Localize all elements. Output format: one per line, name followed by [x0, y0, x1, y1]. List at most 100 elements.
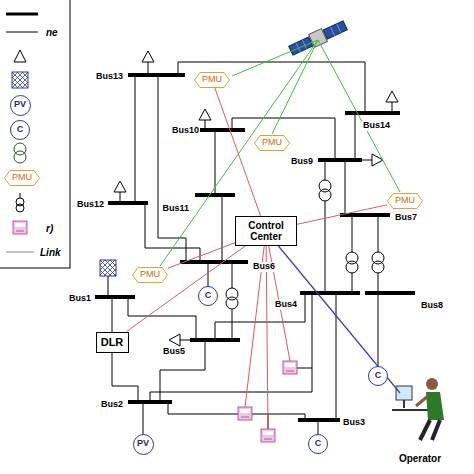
- pmu-hexagon: PMU: [4, 170, 40, 186]
- legend-frame: [0, 0, 70, 268]
- bus-label: Bus3: [342, 418, 366, 428]
- pmu-hexagon: PMU: [387, 193, 423, 209]
- transmission-line: [325, 201, 326, 293]
- node-text: PMU: [202, 75, 222, 85]
- panel-grid: [337, 24, 341, 33]
- meter-symbol-screen: [240, 409, 250, 413]
- satellite-link: [272, 40, 318, 134]
- satellite-body: [309, 29, 328, 48]
- legend-meter-symbol-screen: [15, 223, 25, 227]
- grid-symbol: [100, 260, 116, 276]
- meter-symbol-dial: [286, 371, 294, 372]
- transmission-line: [378, 273, 379, 293]
- communication-link: [168, 243, 235, 268]
- legend-meter-symbol-dial: [16, 231, 24, 232]
- box-outline: [236, 217, 297, 246]
- bus-label: Bus1: [68, 294, 92, 304]
- panel-grid: [330, 27, 334, 36]
- transformer-symbol: [319, 189, 331, 201]
- node-text: PMU: [140, 270, 160, 280]
- hexagon-outline: [388, 194, 423, 209]
- transmission-line: [120, 192, 121, 203]
- hexagon-outline: [133, 268, 168, 283]
- source-circle: PV: [10, 95, 31, 116]
- source-circle: PV: [133, 434, 154, 455]
- meter-symbol: [238, 407, 252, 420]
- transmission-line: [215, 130, 216, 195]
- transmission-line: [160, 340, 205, 402]
- satellite-link: [318, 40, 400, 192]
- communication-link: [127, 246, 246, 332]
- transmission-line: [392, 102, 393, 113]
- transmission-line: [345, 160, 346, 215]
- legend-trafo-circle: [14, 151, 26, 163]
- meter-symbol-dial: [264, 439, 272, 440]
- load-symbol: [372, 154, 383, 166]
- source-circle: C: [198, 286, 218, 306]
- bus-bar: [300, 291, 360, 295]
- transmission-line: [378, 293, 379, 376]
- bus-label: Bus10: [171, 126, 200, 136]
- pmu-hexagon: PMU: [194, 72, 230, 88]
- node-text: PV: [14, 100, 26, 110]
- operator-body: [426, 392, 444, 420]
- bus-label: Bus8: [420, 301, 444, 311]
- legend-grid-symbol: [12, 72, 28, 88]
- transmission-line: [362, 160, 372, 161]
- node-text: C: [205, 291, 212, 301]
- source-circle: C: [368, 366, 388, 386]
- node-text: C: [375, 371, 382, 381]
- bus-bar: [128, 73, 185, 77]
- transmission-line: [232, 309, 233, 340]
- operator-arm: [416, 396, 428, 406]
- pmu-hexagon: PMU: [254, 135, 290, 151]
- transmission-line: [297, 368, 312, 369]
- transmission-line: [205, 120, 206, 130]
- bus-label: Bus11: [161, 204, 190, 214]
- load-symbol: [169, 334, 180, 346]
- node-text: C: [315, 439, 322, 449]
- legend-load-symbol: [14, 50, 26, 62]
- hexagon-outline: [255, 136, 290, 151]
- node-text: PMU: [262, 138, 282, 148]
- transformer-symbol: [346, 261, 358, 273]
- circle-outline: [10, 95, 30, 115]
- satellite-panel: [323, 21, 347, 39]
- hexagon-outline: [5, 171, 40, 186]
- transmission-line: [325, 160, 326, 180]
- operator-label: Operator: [398, 453, 442, 464]
- communication-link: [297, 205, 387, 224]
- bus-label: Bus2: [100, 400, 124, 410]
- dlr-box: DLR: [96, 332, 129, 353]
- node-text: Control Center: [240, 220, 292, 242]
- bus-bar: [108, 201, 148, 205]
- transmission-line: [222, 195, 223, 262]
- transmission-line: [355, 113, 356, 160]
- transmission-line: [135, 75, 136, 203]
- control-center-box: Control Center: [235, 216, 297, 246]
- legend-thin-line: [6, 32, 38, 33]
- transmission-line: [336, 293, 337, 420]
- circle-outline: [199, 287, 218, 306]
- load-symbol: [199, 109, 211, 120]
- transmission-line: [352, 273, 353, 293]
- meter-link: [266, 246, 268, 429]
- operator-link: [278, 246, 400, 393]
- transmission-line: [178, 62, 365, 113]
- hexagon-outline: [195, 73, 230, 88]
- box-outline: [96, 332, 128, 352]
- meter-symbol: [261, 429, 275, 442]
- circle-outline: [133, 434, 153, 454]
- transmission-line: [232, 118, 335, 160]
- bus-label: Bus14: [362, 121, 391, 131]
- transmission-line: [232, 262, 233, 288]
- circle-outline: [369, 367, 388, 386]
- communication-link: [215, 88, 261, 216]
- satellite-icon: [288, 19, 348, 57]
- load-symbol: [142, 51, 154, 62]
- bus-bar: [180, 260, 248, 264]
- transmission-line: [352, 215, 353, 252]
- transmission-line: [148, 62, 149, 75]
- panel-grid: [302, 40, 306, 49]
